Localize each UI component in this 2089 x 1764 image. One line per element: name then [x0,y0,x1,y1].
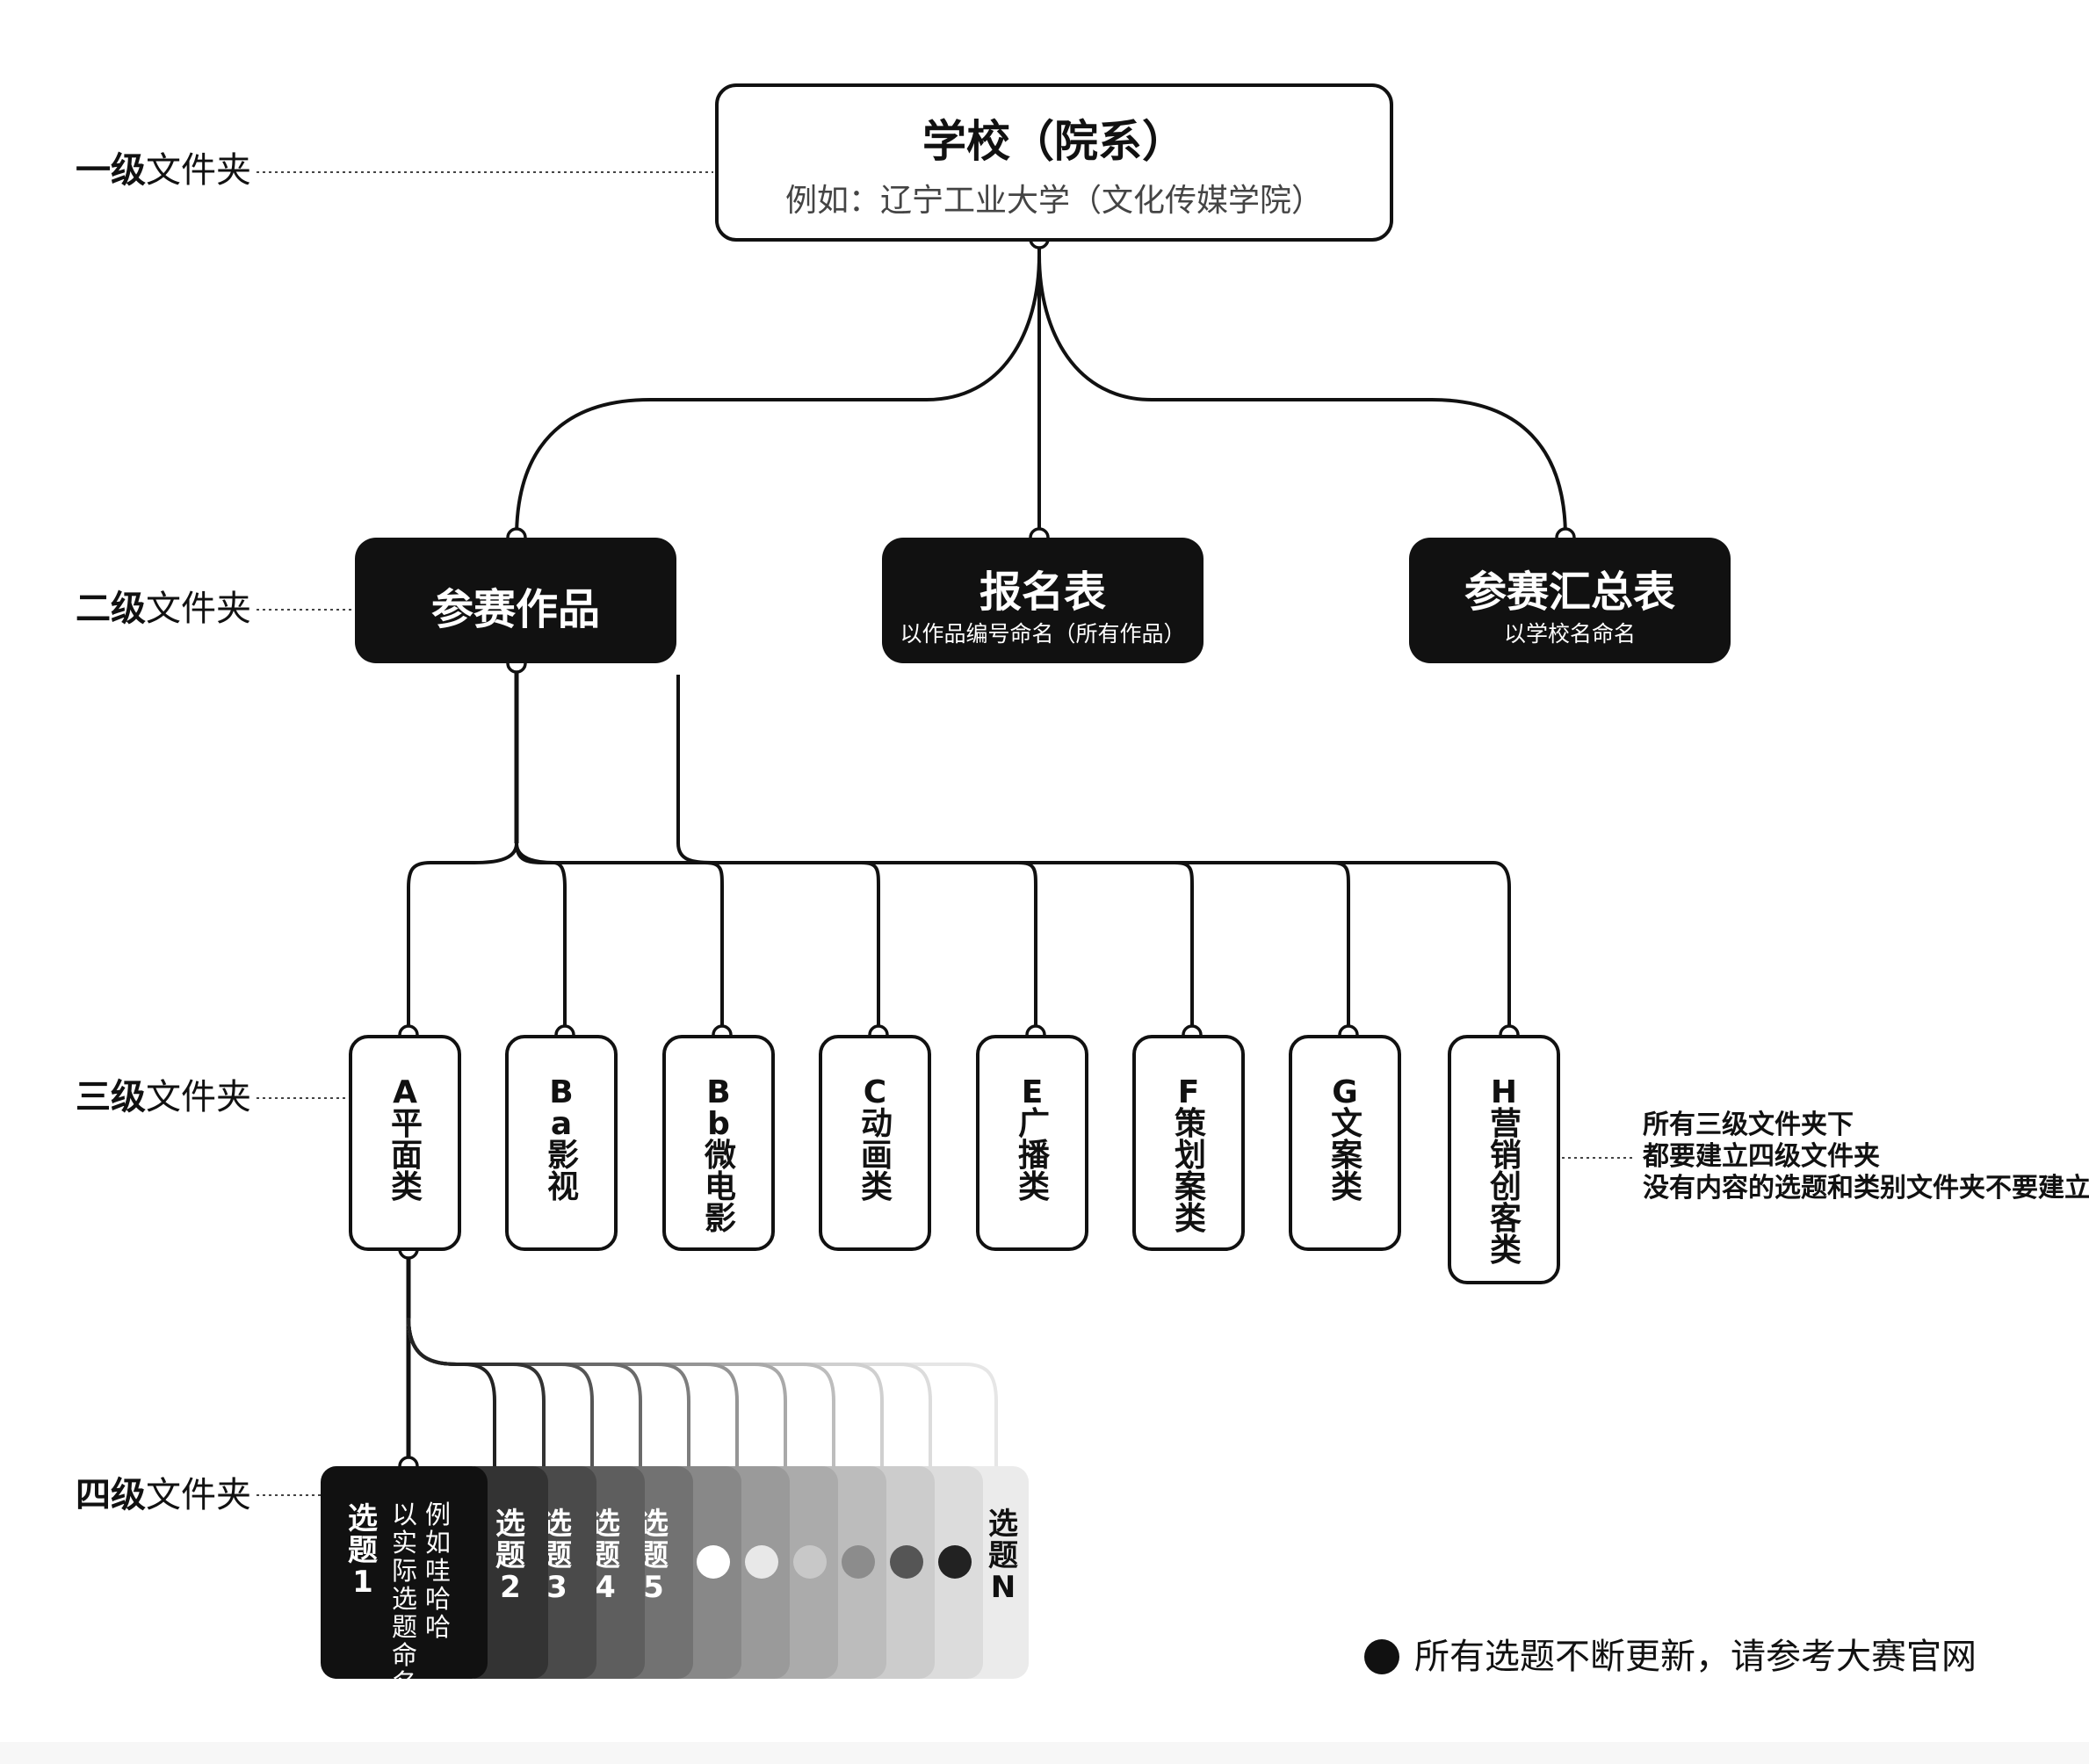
topic-branch [407,1317,932,1466]
category-branch [704,861,724,1035]
category-folder-h: H营销创客类 [1448,1035,1560,1284]
category-branch [1330,861,1350,1035]
level-label-1: 一级文件夹 [76,150,251,191]
category-branch [1017,861,1037,1035]
category-rail [676,675,1511,1035]
placeholder-dot [890,1545,923,1579]
entries-folder: 参赛作品 [355,538,676,663]
level-label-4: 四级文件夹 [76,1475,251,1515]
summary-title: 参赛汇总表 [1464,568,1675,617]
summary-folder: 参赛汇总表 以学校名命名 [1409,538,1731,663]
bottom-band [0,1742,2089,1764]
placeholder-dot [793,1545,827,1579]
registration-title: 报名表 [979,568,1106,617]
category-rail-join [515,842,712,864]
category-branch [407,842,518,1035]
bullet-dot [1364,1639,1399,1674]
category-folder-c: C动画类 [819,1035,931,1251]
category-folder-ba: Ba影视 [505,1035,618,1251]
registration-subtitle: 以作品编号命名（所有作品） [900,621,1186,647]
level-label-2: 二级文件夹 [76,589,251,629]
root-branch-right [1037,254,1567,539]
school-title: 学校（院系） [922,116,1186,167]
category-branch [1174,861,1194,1035]
category-folder-e: E广播类 [976,1035,1088,1251]
footer-note: 所有选题不断更新，请参考大赛官网 [1414,1637,1977,1677]
topic-branch [407,1317,884,1466]
school-folder: 学校（院系） 例如：辽宁工业大学（文化传媒学院） [715,83,1393,242]
registration-folder: 报名表 以作品编号命名（所有作品） [882,538,1204,663]
topic-folder-1: 选题1 [321,1466,488,1679]
level-label-3: 三级文件夹 [76,1077,251,1117]
placeholder-dot [745,1545,778,1579]
category-folder-bb: Bb微电影 [662,1035,775,1251]
topic-branch [407,1317,642,1466]
topic-1-title: 选题1 [348,1501,378,1600]
topic-1-naming-rule: 以实际选题命名 [392,1500,418,1698]
entries-title: 参赛作品 [430,585,600,634]
category-folder-f: F策划案类 [1132,1035,1245,1251]
topic-branch [407,1317,835,1466]
topic-1-example: 例如 哇哈哈 [425,1500,452,1642]
topic-branch [407,1317,496,1466]
placeholder-dot [697,1545,730,1579]
topic-branch [407,1317,594,1466]
topic-branch [407,1317,787,1466]
level3-note: 所有三级文件夹下 都要建立四级文件夹 没有内容的选题和类别文件夹不要建立 [1643,1110,2089,1204]
topic-branch [407,1317,690,1466]
category-folder-a: A平面类 [349,1035,461,1251]
category-branch [515,842,567,1035]
placeholder-dot [842,1545,875,1579]
category-branch [860,861,880,1035]
category-folder-g: G文案类 [1289,1035,1401,1251]
summary-subtitle: 以学校名命名 [1503,621,1636,647]
placeholder-dot [938,1545,972,1579]
topic-branch [407,1317,998,1466]
topic-branch [407,1317,546,1466]
school-example: 例如：辽宁工业大学（文化传媒学院） [784,183,1323,219]
root-branch-left [515,254,1041,539]
